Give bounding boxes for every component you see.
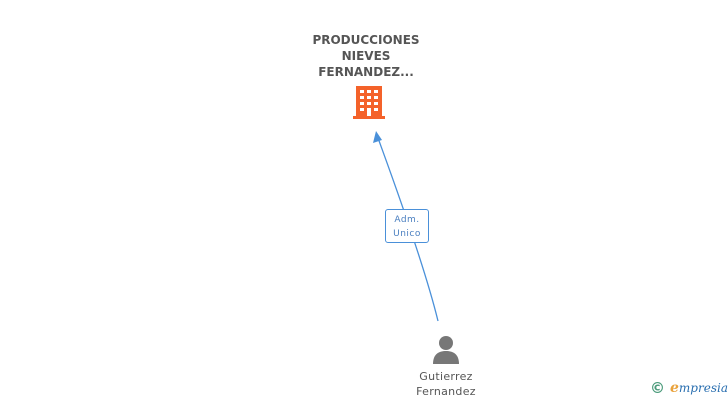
edge-line <box>377 137 439 322</box>
role-line-1: Adm. <box>394 215 420 225</box>
arrowhead-icon <box>373 131 382 143</box>
building-icon[interactable] <box>352 84 386 120</box>
person-icon[interactable] <box>431 334 461 364</box>
person-name[interactable]: Gutierrez Fernandez <box>416 370 476 398</box>
brand-rest: mpresia <box>678 381 728 395</box>
copyright-icon: © <box>650 379 665 397</box>
company-name[interactable]: PRODUCCIONES NIEVES FERNANDEZ... <box>312 33 420 79</box>
brand-initial: e <box>670 380 679 396</box>
role-line-2: Unico <box>393 229 421 239</box>
brand-logo: empresia <box>670 381 728 395</box>
role-badge[interactable]: Adm. Unico <box>385 209 429 243</box>
